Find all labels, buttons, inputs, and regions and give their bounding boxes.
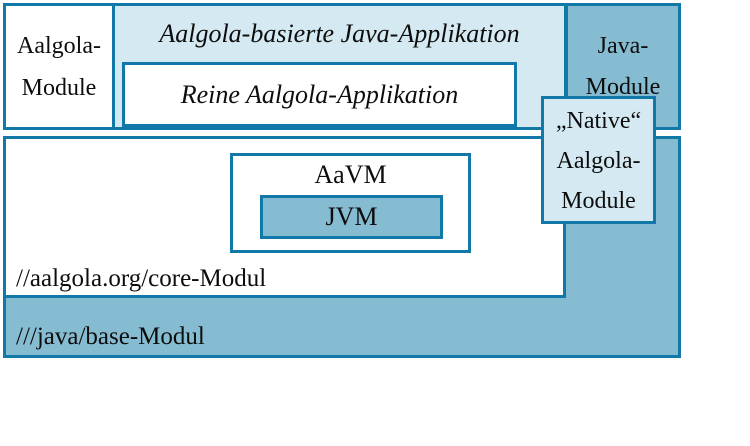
native-module-label-line2: Aalgola- xyxy=(556,148,641,174)
aalgola-module-label-line1: Aalgola- xyxy=(17,32,101,59)
reine-app-label: Reine Aalgola-Applikation xyxy=(180,79,459,109)
aalgola-module-box: Aalgola- Module xyxy=(3,3,115,130)
aalgola-module-label-line2: Module xyxy=(21,74,97,101)
jvm-box: JVM xyxy=(260,195,443,239)
aavm-box: AaVM JVM xyxy=(230,153,471,253)
aavm-label: AaVM xyxy=(314,160,387,189)
java-module-label-line2: Module xyxy=(585,73,661,100)
native-module-label-line1: „Native“ xyxy=(555,108,642,134)
java-module-label-line1: Java- xyxy=(597,32,649,59)
jvm-label: JVM xyxy=(325,202,378,231)
core-module-label: //aalgola.org/core-Modul xyxy=(16,265,267,292)
base-module-label: ///java/base-Modul xyxy=(16,323,205,350)
native-module-label-line3: Module xyxy=(561,188,636,214)
reine-app-box: Reine Aalgola-Applikation xyxy=(122,62,517,127)
java-app-box: Aalgola-basierte Java-Applikation Reine … xyxy=(112,3,567,130)
native-module-box: „Native“ Aalgola- Module xyxy=(541,96,656,224)
java-app-title: Aalgola-basierte Java-Applikation xyxy=(159,19,520,48)
